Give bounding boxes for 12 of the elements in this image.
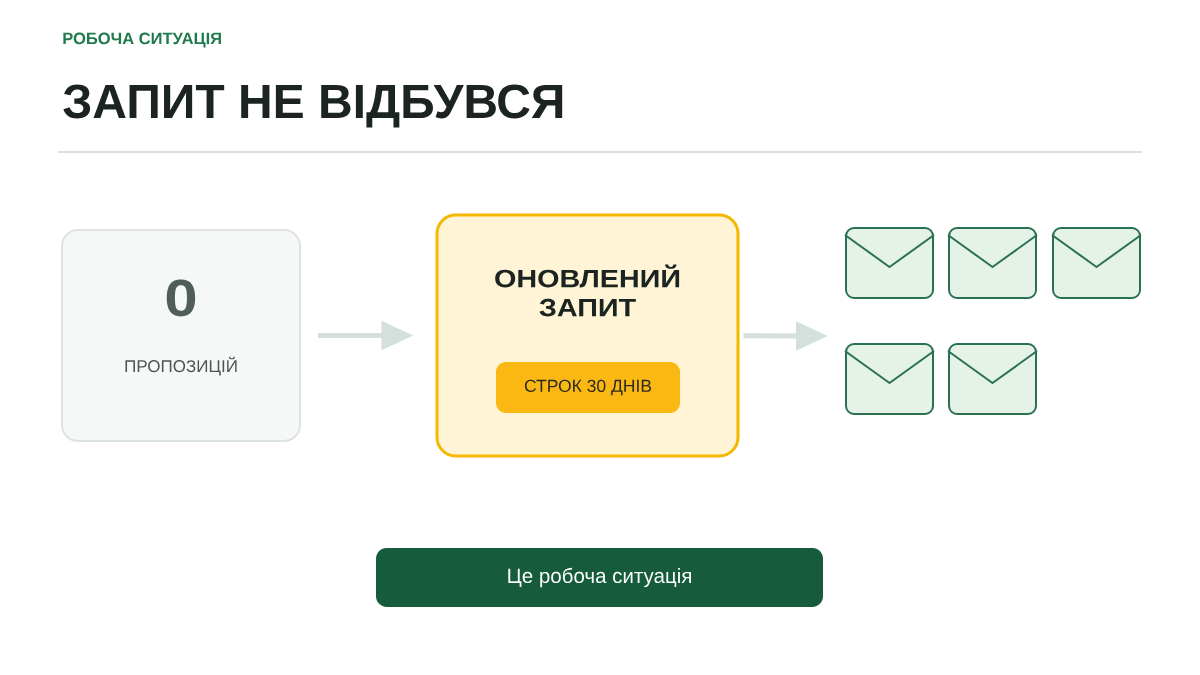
stat-card xyxy=(61,229,301,442)
envelope-icon xyxy=(844,343,935,415)
envelope-icon xyxy=(1051,227,1142,299)
kicker-label: РОБОЧА СИТУАЦІЯ xyxy=(63,32,221,48)
envelope-icon xyxy=(947,227,1038,299)
duration-badge: СТРОК 30 ДНІВ xyxy=(496,362,680,413)
envelope-icon xyxy=(844,227,935,299)
count-number: 0 xyxy=(166,279,196,317)
title: ЗАПИТ НЕ ВІДБУВСЯ xyxy=(63,84,563,128)
banner: Це робоча ситуація xyxy=(376,548,823,607)
card-caption: ПРОПОЗИЦІЙ xyxy=(125,356,237,376)
envelope-icon xyxy=(947,343,1038,415)
